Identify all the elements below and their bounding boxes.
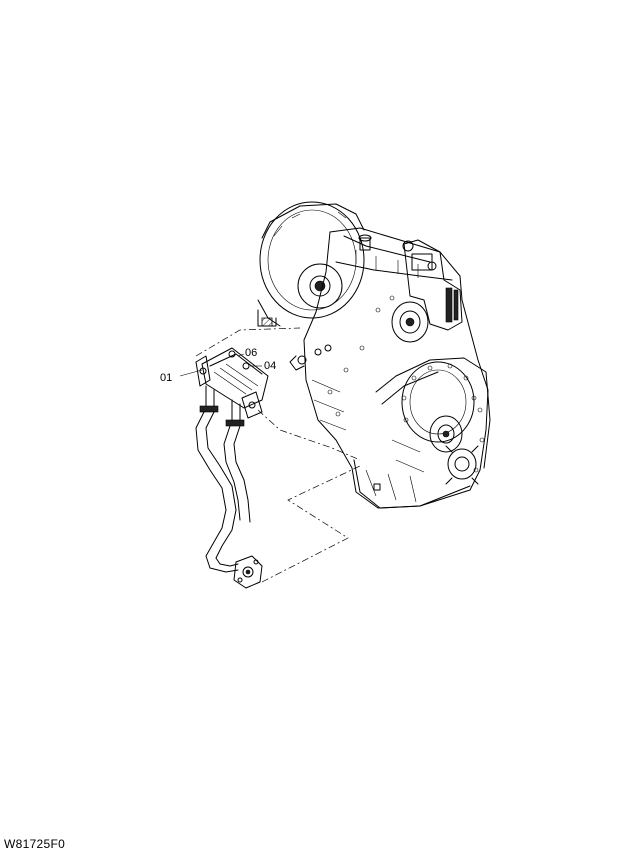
callout-01: 01 [160, 372, 172, 384]
transmission-housing-icon [257, 201, 491, 509]
callout-04: 04 [264, 360, 276, 372]
cooler-hose-icon [195, 405, 263, 589]
callout-06: 06 [245, 347, 257, 359]
oil-cooler-icon [195, 347, 269, 423]
callout-leaders [179, 353, 262, 377]
connection-lines [195, 327, 361, 583]
figure-code: W81725F0 [4, 837, 65, 851]
